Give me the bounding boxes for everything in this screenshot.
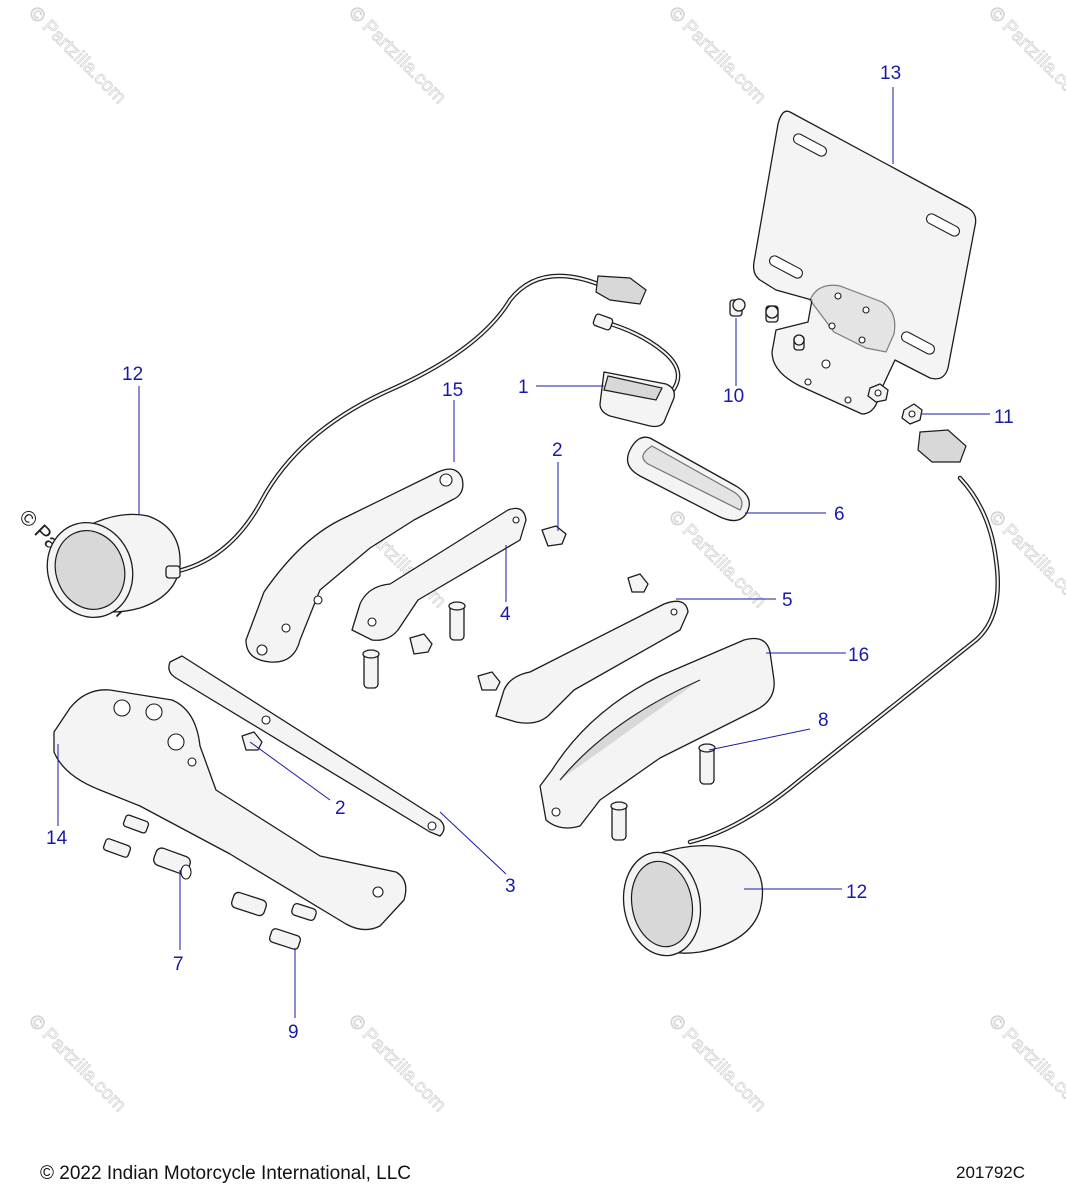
callout-16[interactable]: 16 [848,645,869,666]
license-light [592,313,681,428]
watermark: © Partzilla.com [24,1011,129,1116]
copyright-notice: © 2022 Indian Motorcycle International, … [40,1163,411,1184]
frame-14 [53,689,407,931]
screw-10 [729,298,805,351]
callout-12-upper[interactable]: 12 [122,364,143,385]
watermark: © Partzilla.com [664,507,769,612]
callout-14[interactable]: 14 [46,828,68,849]
watermark: © Partzilla.com [664,3,769,108]
callout-13[interactable]: 13 [880,63,901,84]
watermark: © Partzilla.com [344,3,449,108]
bolt-near-4 [362,601,466,689]
watermark: © Partzilla.com [344,1011,449,1116]
callout-12-lower[interactable]: 12 [846,882,867,903]
bar-3 [168,655,445,837]
callout-4[interactable]: 4 [500,604,511,625]
license-plate-bracket [752,110,977,415]
callout-6[interactable]: 6 [834,504,845,525]
cover-16 [539,637,775,829]
callout-5[interactable]: 5 [782,590,793,611]
callout-8[interactable]: 8 [818,710,829,731]
callouts: 13 12 1 15 10 11 2 6 4 5 16 8 2 14 3 12 … [46,63,1014,1043]
callout-3[interactable]: 3 [505,876,516,897]
callout-10[interactable]: 10 [723,386,744,407]
bracket-5 [477,573,689,724]
watermark: © Partzilla.com [984,1011,1066,1116]
diagram-code: 201792C [956,1163,1026,1182]
callout-11[interactable]: 11 [994,407,1014,428]
callout-1[interactable]: 1 [518,377,529,398]
bracket-4 [351,507,527,641]
bolt-7 [102,814,192,880]
callout-15[interactable]: 15 [442,380,463,401]
turn-signal-right [622,429,1001,957]
bolt-2-lower [241,731,263,751]
callout-2-lower[interactable]: 2 [335,798,346,819]
bracket-15 [245,468,464,663]
nut-11 [867,383,923,425]
leader-lines [57,87,990,1018]
watermark: © Partzilla.com [24,3,129,108]
callout-7[interactable]: 7 [173,954,184,975]
bolt-8 [610,743,716,841]
callout-2-upper[interactable]: 2 [552,440,563,461]
turn-signal-left [46,273,647,618]
bolt-9 [231,891,317,950]
watermark: © Partzilla.com [984,3,1066,108]
callout-9[interactable]: 9 [288,1022,299,1043]
watermark: © Partzilla.com [664,1011,769,1116]
license-light-lens [626,436,750,522]
bolt-2 [409,525,567,655]
